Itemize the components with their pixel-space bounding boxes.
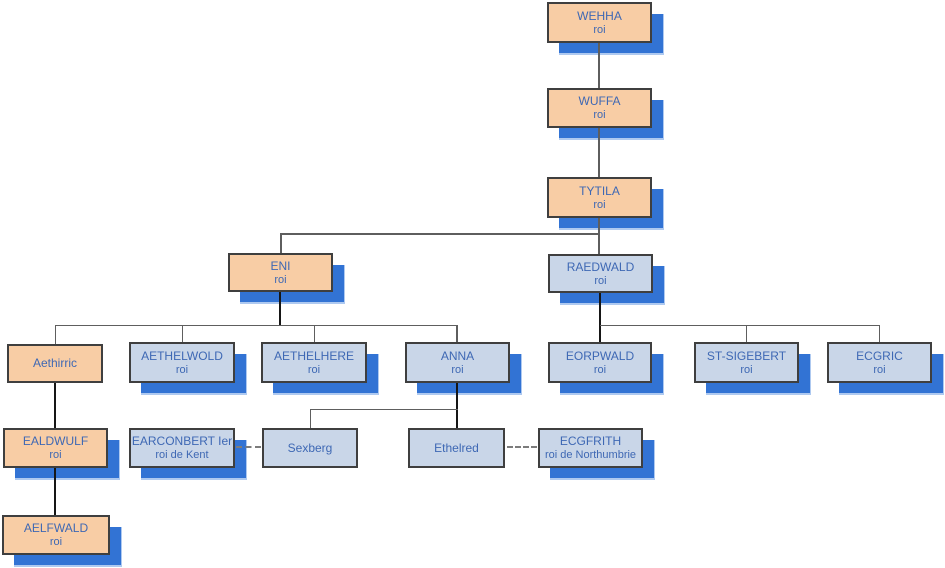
lineage-connector [456, 383, 458, 410]
lineage-connector [598, 218, 600, 254]
person-title: roi [593, 109, 606, 121]
person-title: roi [593, 23, 606, 36]
lineage-connector [55, 325, 458, 326]
lineage-connector [310, 409, 458, 410]
person-name: WEHHA [577, 8, 622, 23]
person-title: roi [593, 198, 606, 211]
person-title: roi [873, 363, 886, 376]
lineage-connector [279, 292, 281, 326]
person-title: roi [49, 536, 63, 548]
lineage-connector [600, 325, 880, 326]
person-title: roi de Kent [155, 449, 209, 461]
lineage-connector [879, 326, 880, 342]
lineage-connector [598, 128, 600, 177]
person-name: RAEDWALD [566, 259, 635, 274]
person-name: ECGFRITH [559, 434, 622, 448]
person-title: roi [49, 449, 62, 461]
person-title: roi [451, 363, 464, 376]
lineage-connector [182, 326, 183, 342]
lineage-connector [746, 326, 747, 342]
person-name: AELFWALD [23, 521, 89, 535]
lineage-connector [55, 326, 56, 344]
lineage-connector [599, 293, 601, 342]
person-name: EALDWULF [22, 434, 89, 448]
person-name: Aethirric [32, 356, 77, 370]
person-name: EARCONBERT Ier [131, 434, 233, 448]
person-name: ST-SIGEBERT [706, 348, 787, 363]
person-name: AETHELHERE [273, 348, 355, 363]
lineage-connector [54, 383, 56, 428]
node-aethirric[interactable]: Aethirric [7, 344, 103, 383]
person-name: ANNA [440, 348, 475, 363]
person-name: Ethelred [434, 440, 479, 455]
lineage-connector [280, 233, 600, 235]
person-title: roi [593, 363, 607, 376]
person-title: roi [175, 363, 189, 376]
node-ethelred[interactable]: Ethelred [408, 428, 505, 468]
lineage-connector [456, 326, 458, 342]
person-title: roi [307, 363, 321, 376]
lineage-connector [456, 410, 458, 428]
node-sexberg[interactable]: Sexberg [262, 428, 358, 468]
marriage-connector [507, 446, 537, 448]
person-name: WUFFA [578, 94, 621, 108]
person-name: AETHELWOLD [141, 348, 223, 363]
lineage-connector [310, 410, 311, 428]
person-title: roi [594, 274, 607, 287]
person-title: roi [740, 363, 753, 376]
lineage-connector [54, 468, 56, 515]
lineage-connector [314, 326, 315, 342]
person-name: TYTILA [579, 183, 620, 198]
person-title: roi de Northumbrie [544, 449, 637, 461]
marriage-connector [236, 446, 261, 448]
lineage-connector [598, 43, 600, 88]
lineage-connector [280, 235, 282, 253]
person-name: ENI [270, 258, 291, 273]
person-title: roi [274, 273, 287, 286]
person-name: ECGRIC [856, 348, 903, 363]
person-name: Sexberg [287, 440, 333, 455]
person-name: EORPWALD [565, 348, 635, 363]
